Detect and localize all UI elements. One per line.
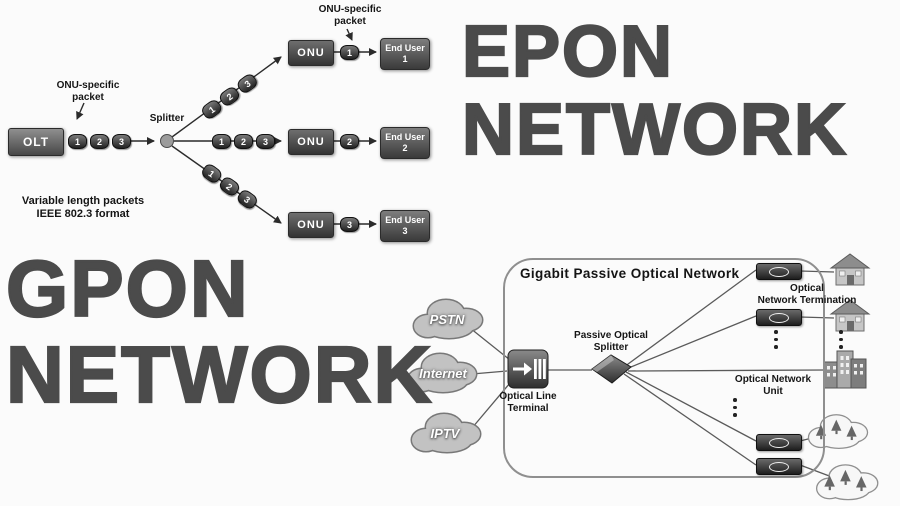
packet-chip: 3 [256,134,275,149]
packet-chip: 1 [68,134,87,149]
splitter-prism-icon [591,354,632,384]
olt-box: OLT [8,128,64,156]
splitter-node-icon [160,134,174,148]
ont-device [756,458,802,475]
label-pointer-top [345,28,353,41]
packet-chip: 2 [234,134,253,149]
epon-format-note: Variable length packets IEEE 802.3 forma… [21,195,145,221]
pstn-cloud-label: PSTN [429,312,465,327]
optical-network-unit-label: Optical Network Unit [734,374,812,397]
end-user-box-1: End User 1 [380,38,430,70]
building-icon [823,350,867,389]
downstream-packets-olt: 1 2 3 [68,134,131,149]
iptv-cloud-label: IPTV [430,426,460,441]
packet-chip: 2 [90,134,109,149]
ont-device [756,263,802,280]
onu-box-3: ONU [288,212,334,238]
end-user-box-3: End User 3 [380,210,430,242]
internet-cloud-label: Internet [419,366,467,381]
optical-network-termination-label: Optical Network Termination [757,283,857,306]
onu-specific-packet-label-left: ONU-specific packet [56,80,120,103]
ellipsis-dots [774,330,778,353]
onu-box-2: ONU [288,129,334,155]
gpon-connector-lines [469,269,835,478]
end-user-box-2: End User 2 [380,127,430,159]
onu-box-1: ONU [288,40,334,66]
epon-title: EPON NETWORK [461,12,848,170]
ont-device [756,434,802,451]
house-icon [830,253,870,286]
packet-chip: 1 [212,134,231,149]
downstream-packets-branch2: 1 2 3 [212,134,275,149]
passive-optical-splitter-label: Passive Optical Splitter [574,330,648,353]
onu-specific-packet-label-top: ONU-specific packet [318,4,382,27]
gpon-container-title: Gigabit Passive Optical Network [520,266,740,281]
optical-line-terminal-label: Optical Line Terminal [499,391,557,414]
packet-chip: 3 [112,134,131,149]
onu1-packet-chip: 1 [340,45,359,60]
trees-cloud-icon [815,464,879,501]
ont-port-icon [769,461,789,472]
ont-port-icon [769,266,789,277]
splitter-label: Splitter [149,113,185,124]
gpon-network-boundary [503,258,825,478]
ellipsis-dots [839,330,843,353]
olt-device-icon [507,349,549,389]
onu3-packet-chip: 3 [340,217,359,232]
ont-port-icon [769,437,789,448]
onu2-packet-chip: 2 [340,134,359,149]
gpon-title: GPON NETWORK [5,244,434,420]
ellipsis-dots [733,398,737,421]
ont-port-icon [769,312,789,323]
label-pointer-left [76,102,85,120]
ont-device [756,309,802,326]
